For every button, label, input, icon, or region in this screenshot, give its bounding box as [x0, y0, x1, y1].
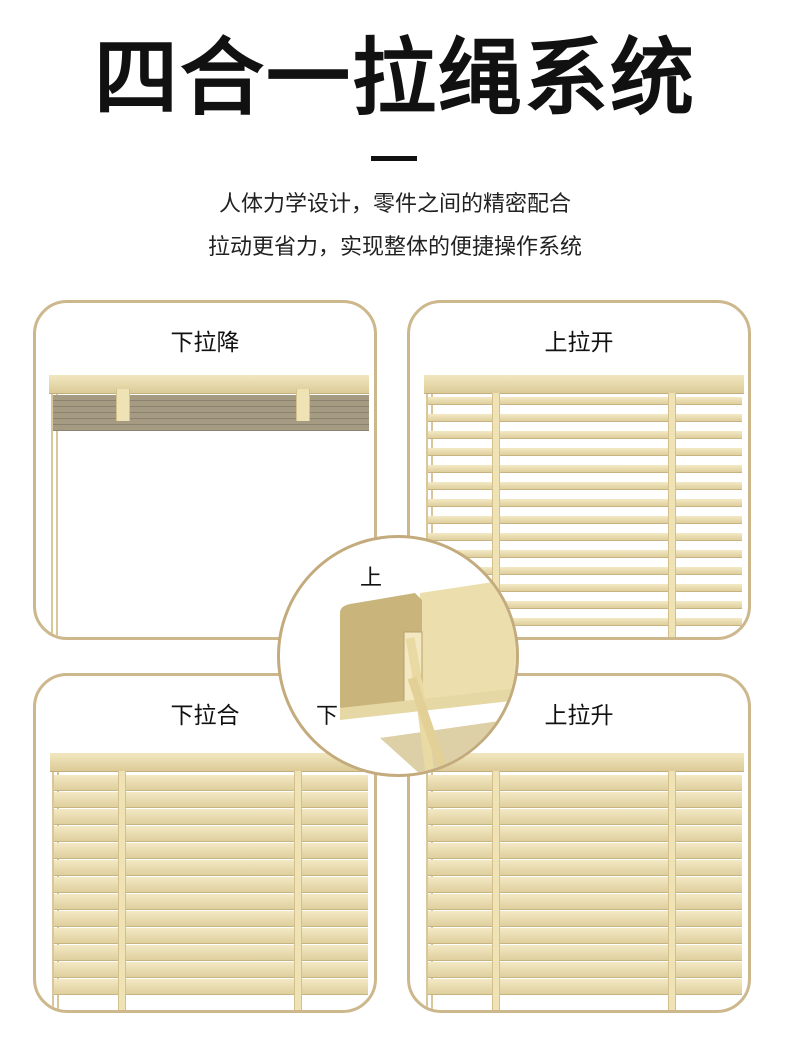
- page-title: 四合一拉绳系统: [93, 29, 696, 127]
- slat: [428, 860, 742, 876]
- slat: [428, 584, 742, 592]
- ladder-tape: [118, 771, 126, 1010]
- slat: [428, 499, 742, 507]
- slat: [53, 419, 369, 425]
- slat: [54, 809, 368, 825]
- slat: [428, 979, 742, 995]
- slat: [428, 533, 742, 541]
- ladder-tape: [116, 389, 130, 421]
- slat: [428, 465, 742, 473]
- pull-cord: [426, 753, 428, 1010]
- slat: [53, 425, 369, 431]
- panel-label: 下拉合: [170, 703, 240, 729]
- slat: [428, 877, 742, 893]
- down-label: 下: [316, 704, 339, 729]
- slat: [54, 928, 368, 944]
- headrail: [49, 375, 369, 394]
- slat: [54, 979, 368, 995]
- slat: [428, 431, 742, 439]
- slat: [53, 401, 369, 407]
- slat: [428, 792, 742, 808]
- title-divider: [371, 156, 417, 161]
- panel-label: 上拉升: [544, 703, 614, 729]
- headrail-end-illustration: [340, 578, 516, 774]
- ladder-tape: [668, 393, 676, 637]
- slat: [428, 928, 742, 944]
- slat: [54, 911, 368, 927]
- ladder-tape: [294, 771, 302, 1010]
- headrail-detail-circle: 上 下: [277, 535, 519, 777]
- ladder-tape: [296, 389, 310, 421]
- pull-cord: [56, 375, 58, 637]
- slat: [54, 826, 368, 842]
- panel-label: 上拉开: [544, 330, 614, 356]
- slat: [54, 894, 368, 910]
- ladder-tape: [492, 393, 500, 637]
- slat: [54, 843, 368, 859]
- slat: [54, 877, 368, 893]
- slat: [54, 775, 368, 791]
- panel-pull-down-lower: 下拉降: [33, 300, 377, 640]
- slat: [428, 775, 742, 791]
- slat: [428, 448, 742, 456]
- pull-cord: [52, 753, 54, 1010]
- slat: [428, 809, 742, 825]
- up-label: 上: [360, 566, 383, 591]
- pull-cord: [426, 375, 428, 637]
- slat: [53, 395, 369, 401]
- slat: [428, 482, 742, 490]
- slat: [428, 618, 742, 626]
- slat: [53, 413, 369, 419]
- panel-label: 下拉降: [170, 330, 240, 356]
- slat: [428, 894, 742, 910]
- slat: [428, 516, 742, 524]
- pull-cord: [51, 375, 53, 637]
- headrail: [50, 753, 370, 772]
- ladder-tape: [668, 771, 676, 1010]
- slat: [54, 945, 368, 961]
- slat: [54, 792, 368, 808]
- subtitle-line-1: 人体力学设计，零件之间的精密配合: [218, 192, 571, 217]
- slat: [428, 911, 742, 927]
- ladder-tape: [492, 771, 500, 1010]
- slat: [53, 407, 369, 413]
- slat: [428, 397, 742, 405]
- slat: [428, 826, 742, 842]
- slat: [428, 962, 742, 978]
- slat: [428, 567, 742, 575]
- slat: [428, 945, 742, 961]
- slat: [428, 601, 742, 609]
- slat: [428, 550, 742, 558]
- slat: [428, 843, 742, 859]
- subtitle-line-2: 拉动更省力，实现整体的便捷操作系统: [207, 235, 582, 260]
- slat: [428, 414, 742, 422]
- panel-pull-up-open: 上拉开: [407, 300, 751, 640]
- headrail: [424, 375, 744, 394]
- slat: [54, 962, 368, 978]
- slat: [54, 860, 368, 876]
